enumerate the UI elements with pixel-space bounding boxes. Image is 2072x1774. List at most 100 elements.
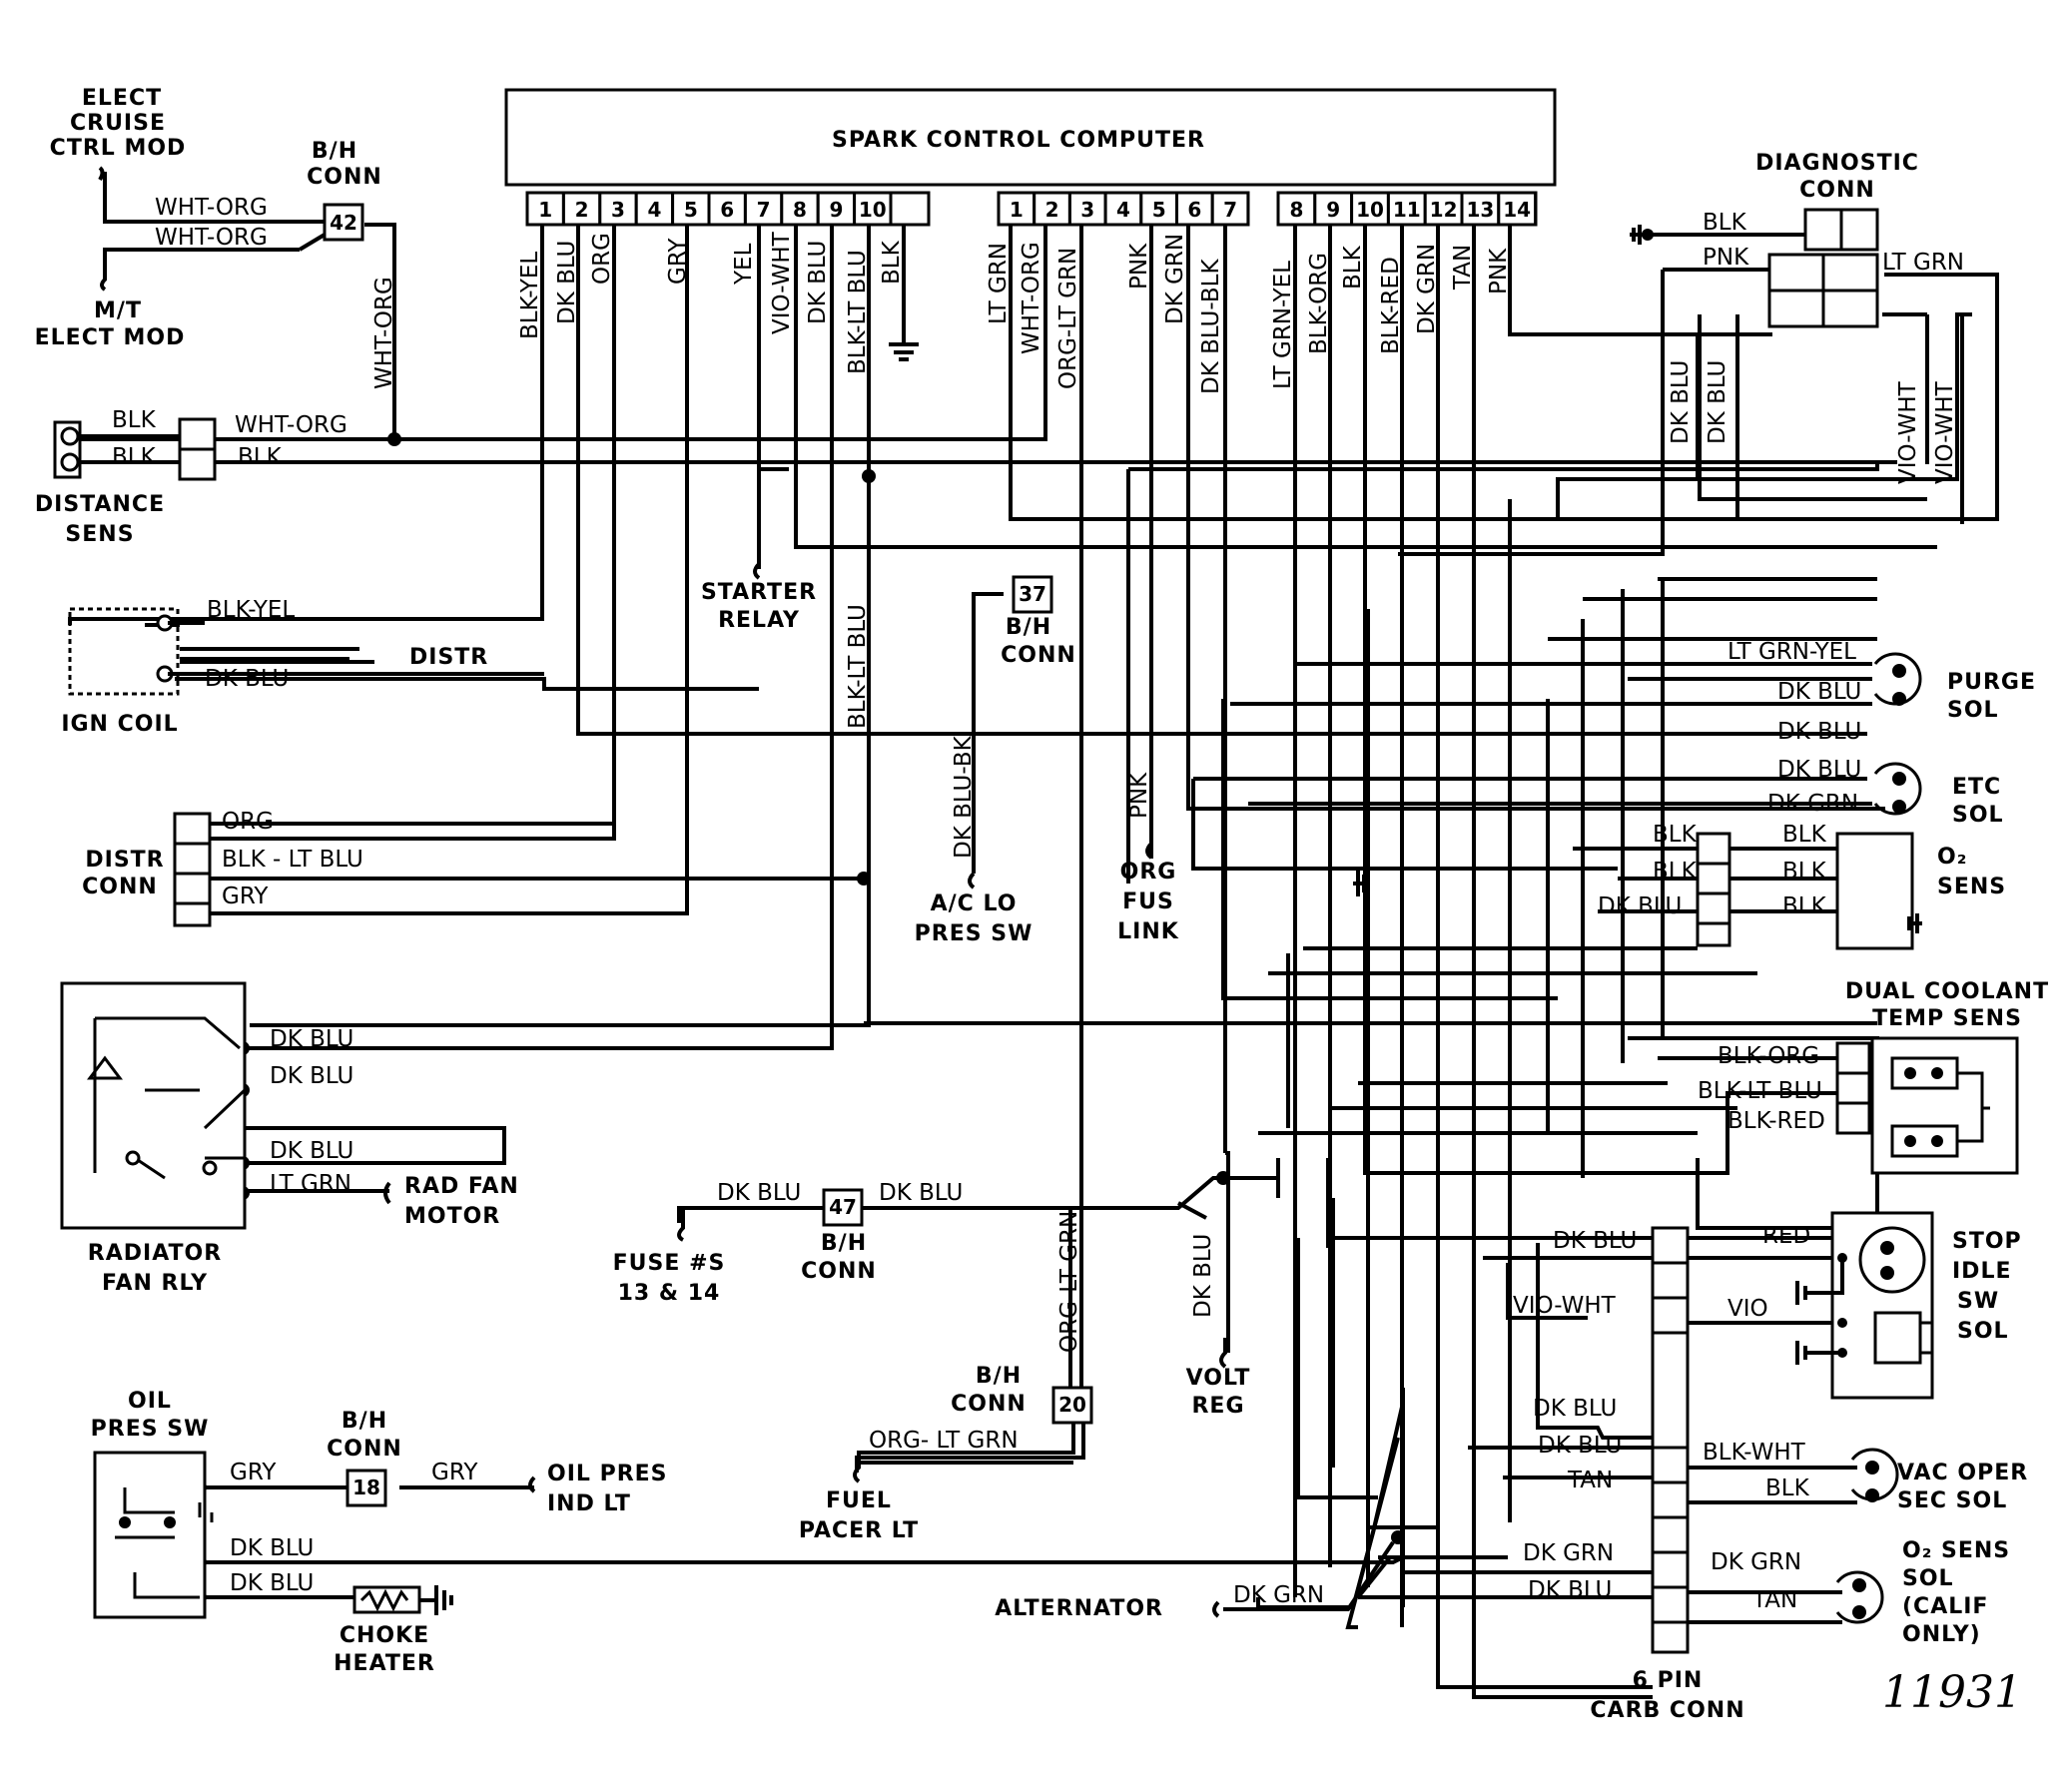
o2-sens-sol: DK GRN TAN O₂ SENS SOL (CALIF ONLY) <box>1711 1538 2010 1647</box>
figure-number: 11931 <box>1882 1667 2022 1718</box>
wire-label: BLK-YEL <box>517 252 543 339</box>
svg-text:A/C LO: A/C LO <box>931 891 1018 916</box>
wire-label: DK BLU-BK <box>951 735 977 859</box>
bh-conn-37: 37 B/H CONN <box>1001 575 1076 668</box>
wire-label: GRY <box>431 1460 478 1485</box>
svg-text:PACER LT: PACER LT <box>799 1518 919 1543</box>
vac-oper-sec-sol: BLK-WHT BLK VAC OPER SEC SOL <box>1703 1440 2027 1513</box>
svg-text:B/H: B/H <box>312 139 357 164</box>
svg-text:RADIATOR: RADIATOR <box>88 1241 222 1266</box>
svg-text:LINK: LINK <box>1117 919 1179 944</box>
svg-text:(CALIF: (CALIF <box>1902 1594 1988 1619</box>
svg-text:CONN: CONN <box>951 1392 1027 1417</box>
wire-label: DK BLU <box>554 241 580 324</box>
computer-pin-number: 4 <box>1116 198 1130 222</box>
svg-text:O₂: O₂ <box>1937 845 1967 870</box>
svg-text:FUEL: FUEL <box>826 1488 892 1513</box>
svg-text:ORG: ORG <box>1120 860 1177 885</box>
svg-text:DUAL COOLANT: DUAL COOLANT <box>1845 979 2049 1004</box>
wire-label: BLK - LT BLU <box>222 847 363 873</box>
wire-label: GRY <box>230 1460 277 1485</box>
computer-pin-number: 1 <box>538 198 552 222</box>
etc-sol: DK BLU DK BLU DK GRN ETC SOL <box>1767 719 2003 828</box>
wire-label: DK BLU <box>270 1026 353 1052</box>
computer-pin-number: 4 <box>647 198 661 222</box>
svg-text:SOL: SOL <box>1957 1319 2009 1344</box>
wire-label: BLK-LT BLU <box>1698 1078 1822 1104</box>
svg-text:O₂ SENS: O₂ SENS <box>1902 1538 2010 1563</box>
svg-text:M/T: M/T <box>94 298 142 323</box>
wire-label: LT GRN <box>986 243 1012 324</box>
svg-text:CONN: CONN <box>327 1437 402 1462</box>
computer-pin-number: 3 <box>1080 198 1094 222</box>
computer-pin-cell <box>997 191 1036 227</box>
svg-text:OIL: OIL <box>128 1389 172 1414</box>
wire-label: DK GRN <box>1523 1540 1614 1566</box>
wire-label: DK BLU <box>717 1180 801 1206</box>
wire-label: BLK-LT BLU <box>845 604 871 729</box>
svg-text:CHOKE: CHOKE <box>340 1623 429 1648</box>
org-fus-link: ORG FUS LINK <box>1117 842 1179 944</box>
ign-coil: BLK-YEL DK BLU IGN COIL DISTR <box>61 597 544 737</box>
wire-label: DK BLU <box>230 1570 314 1596</box>
computer-pin-cell <box>853 191 893 227</box>
computer-pin-number: 9 <box>1326 198 1340 222</box>
svg-text:ETC: ETC <box>1952 775 2001 800</box>
wire-label: PNK <box>1486 248 1512 295</box>
wire-label: BLK <box>879 240 905 285</box>
wire-label: DK BLU <box>1598 893 1682 919</box>
wire-label: YEL <box>731 243 757 286</box>
svg-text:RAD FAN: RAD FAN <box>404 1174 519 1199</box>
wire-label: WHT-ORG <box>371 277 397 389</box>
computer-pin-number: 11 <box>1393 198 1421 222</box>
computer-pin-number: 5 <box>684 198 698 222</box>
computer-pin-number: 2 <box>575 198 589 222</box>
computer-pin-cell <box>598 191 638 227</box>
wire-label: VIO-WHT <box>1513 1293 1617 1319</box>
svg-text:IGN COIL: IGN COIL <box>61 712 178 737</box>
wire-label: TAN <box>1567 1468 1613 1493</box>
o2-sens: BLK BLK DK BLU BLK BLK BLK O₂ SENS <box>1353 822 2005 950</box>
svg-text:ALTERNATOR: ALTERNATOR <box>995 1596 1163 1621</box>
wire-label: BLK <box>1782 822 1827 848</box>
svg-text:FUSE #S: FUSE #S <box>613 1251 726 1276</box>
svg-text:CONN: CONN <box>1001 643 1076 668</box>
wire-label: WHT-ORG <box>235 412 347 438</box>
wire-label: BLK <box>112 407 157 433</box>
bh-conn-18: B/H CONN 18 GRY <box>327 1409 478 1507</box>
svg-text:MOTOR: MOTOR <box>404 1204 500 1229</box>
computer-pin-number: 12 <box>1430 198 1458 222</box>
wire-label: BLK <box>1782 859 1827 885</box>
svg-text:TEMP SENS: TEMP SENS <box>1872 1006 2022 1031</box>
svg-text:B/H: B/H <box>821 1231 867 1256</box>
junction-dots <box>193 432 1997 1604</box>
wire-label: LT GRN <box>270 1171 351 1197</box>
bh-conn-20: 20 B/H CONN <box>951 1364 1093 1425</box>
stop-idle-sw-sol: RED VIO STOP IDLE SW SOL <box>1727 1211 2021 1400</box>
svg-text:ONLY): ONLY) <box>1902 1622 1981 1647</box>
wire-label: DK BLU <box>1777 757 1861 783</box>
computer-pin-number: 10 <box>1356 198 1384 222</box>
wire-label: BLK-RED <box>1727 1108 1825 1134</box>
wire-label: DK GRN <box>1233 1582 1324 1608</box>
svg-text:DIAGNOSTIC: DIAGNOSTIC <box>1755 151 1919 176</box>
computer-pin-cell <box>1460 191 1501 227</box>
wire-label: DK GRN <box>1711 1549 1801 1575</box>
fuel-pacer-lt: ORG- LT GRN FUEL PACER LT <box>799 1423 1075 1543</box>
wire-label: TAN <box>1450 245 1476 291</box>
computer-pin-cell <box>634 191 675 227</box>
wire-label: ORG-LT GRN <box>1055 248 1081 389</box>
wire-label: DK GRN <box>1162 234 1188 324</box>
wire-label: BLK <box>1703 210 1747 236</box>
wire-label: VIO-WHT <box>1895 380 1921 484</box>
wire-label: BLK-YEL <box>207 597 295 623</box>
svg-text:47: 47 <box>829 1195 857 1219</box>
wire-label: LT GRN-YEL <box>1727 639 1856 665</box>
fuse-13-14: FUSE #S 13 & 14 <box>613 1208 726 1306</box>
diagnostic-conn: DIAGNOSTIC CONN BLK PNK LT GRN DK BLU DK… <box>1630 151 1964 484</box>
svg-text:B/H: B/H <box>342 1409 387 1434</box>
wire-label: DK GRN <box>1414 244 1440 334</box>
